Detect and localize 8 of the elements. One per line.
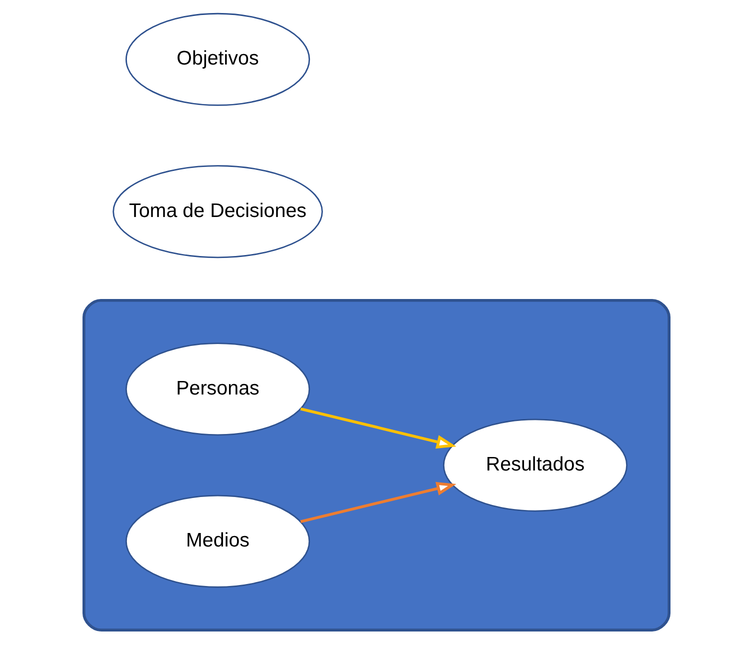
node-ellipse: Toma de Decisiones (112, 165, 322, 258)
node-ellipse: Resultados (442, 418, 628, 512)
cluster (82, 298, 670, 632)
node-ellipse: Objetivos (124, 12, 310, 106)
arrow (300, 407, 456, 449)
arrow (300, 482, 456, 523)
node-ellipse: Personas (124, 342, 310, 436)
node-ellipse: Medios (124, 494, 310, 588)
